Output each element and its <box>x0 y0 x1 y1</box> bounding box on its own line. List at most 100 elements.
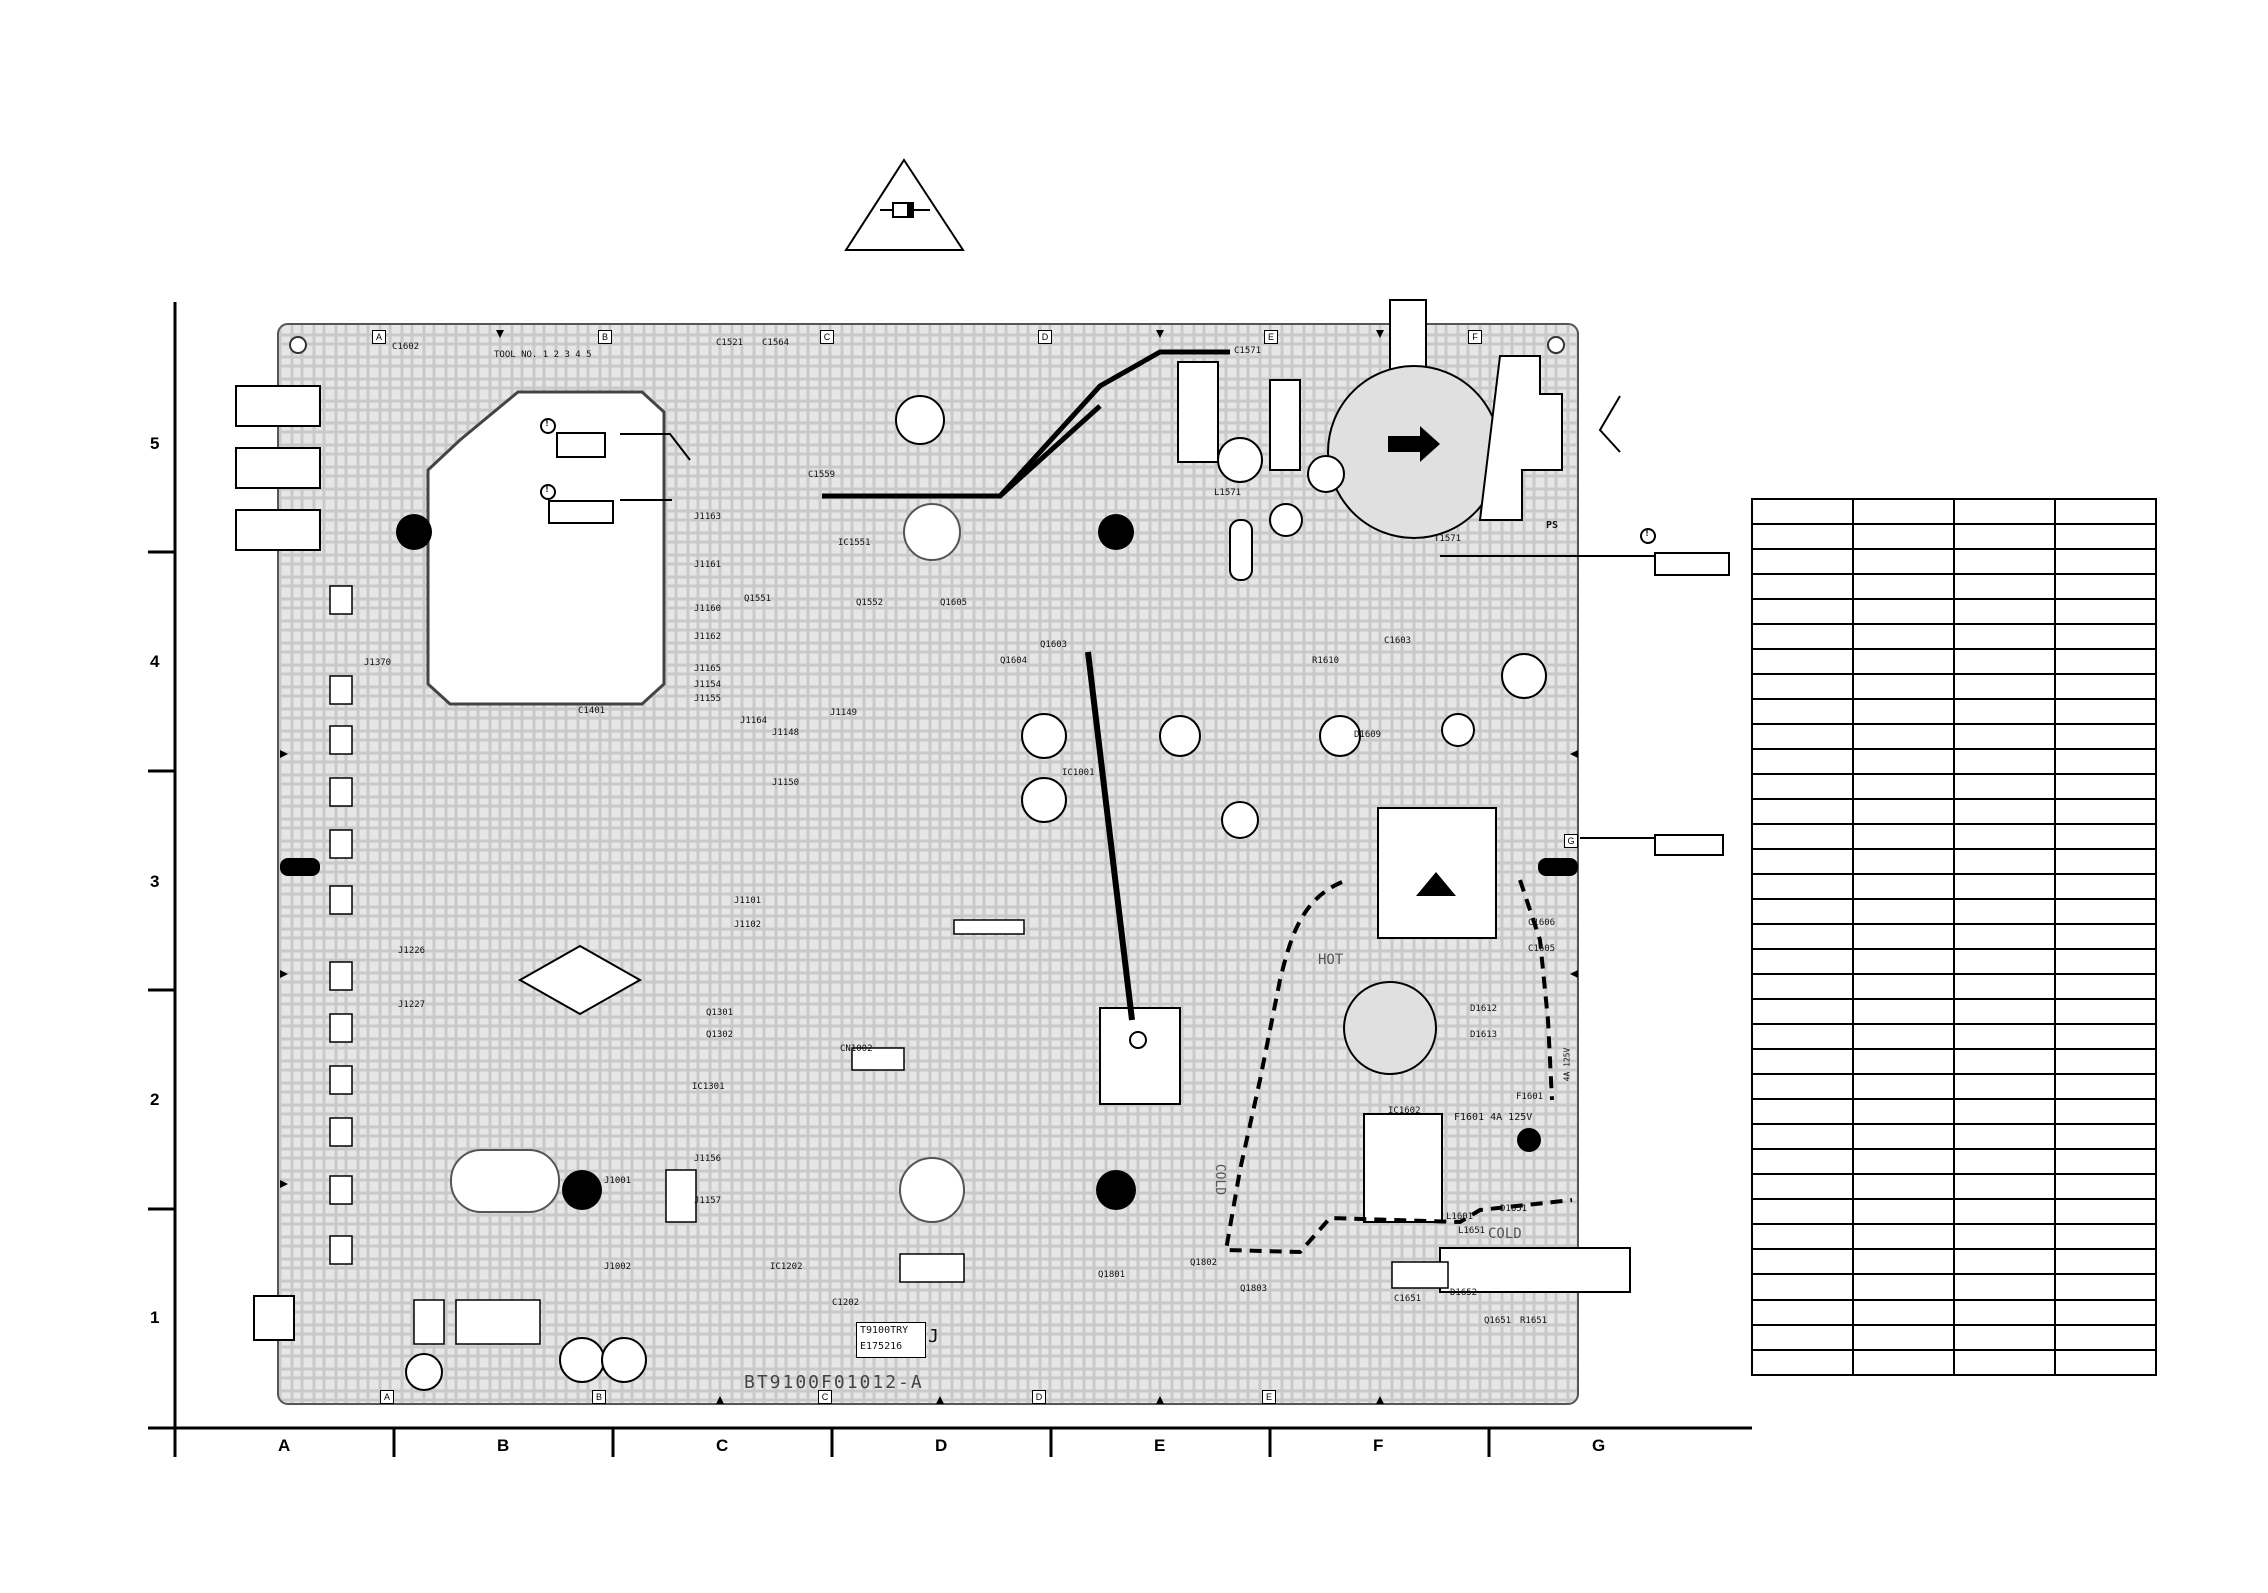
table-cell <box>2054 673 2157 701</box>
table-cell <box>2054 548 2157 576</box>
table-cell <box>2054 1248 2157 1276</box>
table-row <box>1751 1298 2157 1326</box>
table-cell <box>1751 1348 1854 1377</box>
table-cell <box>1953 1273 2056 1301</box>
component-label: IC1202 <box>770 1262 803 1272</box>
board-marker-d-bottom: D <box>1032 1390 1046 1404</box>
table-cell <box>2054 1123 2157 1151</box>
table-cell <box>1751 673 1854 701</box>
callout-leaders <box>540 418 1660 839</box>
table-row <box>1751 698 2157 726</box>
table-cell <box>2054 1348 2157 1377</box>
table-cell <box>2054 998 2157 1026</box>
component-label: C1605 <box>1528 944 1556 954</box>
column-label-a: A <box>278 1436 291 1455</box>
approval-stamp: T9100TRY E175216 <box>856 1322 926 1358</box>
table-cell <box>1852 1148 1955 1176</box>
table-row <box>1751 623 2157 651</box>
row-label-4: 4 <box>150 652 160 671</box>
board-marker-a-top: A <box>372 330 386 344</box>
component-label: C1401 <box>578 706 606 716</box>
component-label: C1606 <box>1528 918 1556 928</box>
table-row <box>1751 1223 2157 1251</box>
table-cell <box>1852 1048 1955 1076</box>
table-cell <box>1953 948 2056 976</box>
table-cell <box>1953 973 2056 1001</box>
table-row <box>1751 1198 2157 1226</box>
component-label: IC1001 <box>1062 768 1095 778</box>
table-cell <box>2054 698 2157 726</box>
table-cell <box>2054 848 2157 876</box>
table-cell <box>2054 623 2157 651</box>
component-label: J1149 <box>830 708 858 718</box>
table-cell <box>1953 1298 2056 1326</box>
table-row <box>1751 923 2157 951</box>
table-cell <box>2054 798 2157 826</box>
component-label: J1002 <box>604 1262 632 1272</box>
table-row <box>1751 973 2157 1001</box>
table-cell <box>1751 698 1854 726</box>
table-cell <box>1953 1148 2056 1176</box>
table-cell <box>1953 673 2056 701</box>
table-cell <box>1953 648 2056 676</box>
component-label: D1612 <box>1470 1004 1498 1014</box>
table-row <box>1751 1098 2157 1126</box>
component-label: Q1604 <box>1000 656 1028 666</box>
board-marker-a-bottom: A <box>380 1390 394 1404</box>
table-cell <box>2054 923 2157 951</box>
column-label-d: D <box>935 1436 948 1455</box>
stamp-suffix: J <box>928 1326 939 1347</box>
component-label: IC1301 <box>692 1082 725 1092</box>
table-cell <box>1953 848 2056 876</box>
table-cell <box>1751 573 1854 601</box>
table-cell <box>1852 1298 1955 1326</box>
table-cell <box>1751 773 1854 801</box>
table-cell <box>2054 723 2157 751</box>
table-cell <box>1852 923 1955 951</box>
table-cell <box>1953 1198 2056 1226</box>
table-row <box>1751 723 2157 751</box>
parts-location-table <box>1751 497 2157 1377</box>
table-row <box>1751 1073 2157 1101</box>
table-cell <box>2054 1098 2157 1126</box>
component-label: L1601 <box>1446 1212 1474 1222</box>
component-label: J1155 <box>694 694 722 704</box>
component-label: R1651 <box>1520 1316 1548 1326</box>
table-row <box>1751 1123 2157 1151</box>
table-cell <box>1751 1148 1854 1176</box>
component-label: D1651 <box>1500 1204 1528 1214</box>
warning-triangle-icon <box>844 158 965 251</box>
table-cell <box>1852 798 1955 826</box>
table-cell <box>1852 523 1955 551</box>
table-cell <box>1852 1123 1955 1151</box>
table-cell <box>1751 1248 1854 1276</box>
table-cell <box>1751 1323 1854 1351</box>
table-cell <box>1953 1323 2056 1351</box>
table-cell <box>1953 497 2056 526</box>
table-cell <box>1953 773 2056 801</box>
board-marker-c-bottom: C <box>818 1390 832 1404</box>
table-row <box>1751 673 2157 701</box>
table-cell <box>1852 723 1955 751</box>
table-cell <box>1953 1173 2056 1201</box>
table-cell <box>1852 1023 1955 1051</box>
table-cell <box>1953 698 2056 726</box>
board-marker-g-side: G <box>1564 834 1578 848</box>
component-label: F1601 <box>1516 1092 1544 1102</box>
table-cell <box>1751 598 1854 626</box>
table-cell <box>1751 973 1854 1001</box>
ps-mark: PS <box>1546 520 1559 531</box>
table-cell <box>1852 948 1955 976</box>
fuse-label: F1601 4A 125V <box>1454 1112 1533 1123</box>
table-cell <box>2054 898 2157 926</box>
table-cell <box>2054 1323 2157 1351</box>
table-cell <box>2054 1273 2157 1301</box>
table-cell <box>2054 973 2157 1001</box>
pcb-board <box>235 299 1631 1405</box>
column-label-e: E <box>1154 1436 1166 1455</box>
row-label-1: 1 <box>150 1308 160 1327</box>
table-cell <box>2054 948 2157 976</box>
table-row <box>1751 748 2157 776</box>
component-label: J1370 <box>364 658 392 668</box>
